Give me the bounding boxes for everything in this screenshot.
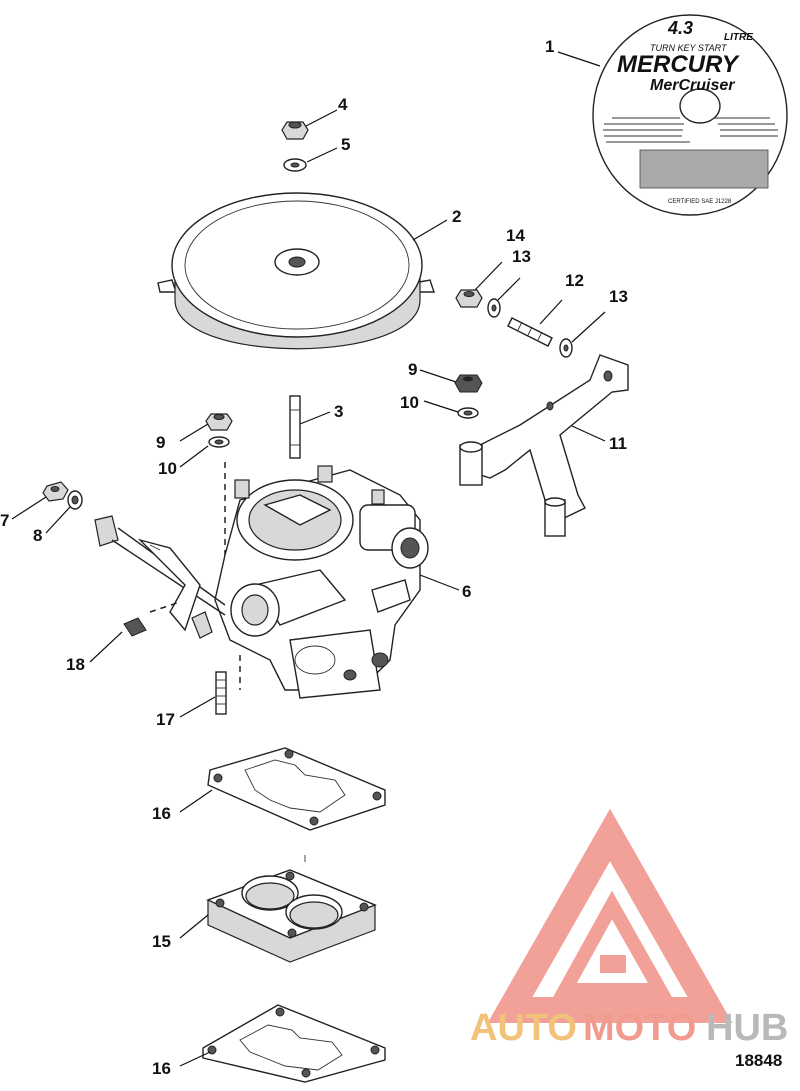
callout-17: 17	[156, 710, 175, 729]
watermark-auto: AUTO	[470, 1007, 577, 1049]
screw-small	[191, 611, 213, 639]
washer-13-left	[487, 298, 501, 318]
gasket-16-lower	[202, 1004, 386, 1083]
callout-1: 1	[545, 37, 554, 56]
watermark-moto: MOTO	[583, 1007, 696, 1049]
decal-part: 4.3 LITRE TURN KEY START MERCURY MerCrui…	[592, 14, 788, 216]
wing-nut	[281, 121, 309, 140]
bracket-11	[459, 354, 629, 537]
callout-2: 2	[452, 207, 461, 226]
washer-5	[283, 158, 307, 172]
decal-product: MerCruiser	[650, 77, 735, 94]
nut-9-right	[454, 374, 483, 393]
decal-brand: MERCURY	[617, 51, 740, 78]
washer-10-right	[457, 407, 479, 419]
decal-displacement: 4.3	[667, 18, 693, 38]
callout-10-left: 10	[158, 459, 177, 478]
decal-certification: CERTIFIED SAE J1228	[668, 199, 732, 205]
callout-5: 5	[341, 135, 350, 154]
stud-17	[215, 671, 227, 715]
callout-16-upper: 16	[152, 804, 171, 823]
callout-13-right: 13	[609, 287, 628, 306]
callout-3: 3	[334, 402, 343, 421]
callout-15: 15	[152, 932, 171, 951]
washer-10-left	[208, 436, 230, 448]
fitting-18	[123, 601, 181, 637]
callout-11: 11	[609, 434, 627, 453]
callout-10-right: 10	[400, 393, 419, 412]
air-cleaner-cover	[157, 192, 435, 350]
decal-unit: LITRE	[724, 32, 753, 43]
callout-labels: 1 2 3 4 5 6 7 8 9 9 10 10 11 12 13 13 14…	[0, 37, 628, 1078]
stud-3	[289, 395, 301, 459]
callout-13-left: 13	[512, 247, 531, 266]
callout-18: 18	[66, 655, 85, 674]
callout-9-left: 9	[156, 433, 165, 452]
callout-4: 4	[338, 95, 348, 114]
watermark-logo	[487, 808, 733, 1023]
watermark-hub: HUB	[706, 1007, 788, 1049]
stud-12	[507, 317, 553, 347]
electric-choke	[94, 515, 226, 632]
washer-13-right	[559, 338, 573, 358]
watermark-text: AUTO MOTO HUB	[470, 1007, 788, 1049]
nut-9-left	[205, 413, 233, 431]
nut-14	[455, 289, 483, 308]
drawing-number: 18848	[735, 1051, 782, 1070]
carburetor	[214, 465, 429, 699]
decal-subtitle: TURN KEY START	[650, 43, 728, 53]
callout-14: 14	[506, 226, 525, 245]
callout-7: 7	[0, 511, 9, 530]
nut-7	[42, 481, 69, 502]
spacer-15	[206, 855, 377, 963]
callout-6: 6	[462, 582, 471, 601]
washer-8	[67, 490, 83, 510]
callout-16-lower: 16	[152, 1059, 171, 1078]
callout-12: 12	[565, 271, 584, 290]
gasket-16-upper	[207, 747, 386, 831]
callout-8: 8	[33, 526, 42, 545]
leader-lines	[11, 51, 606, 1067]
callout-9-right: 9	[408, 360, 417, 379]
